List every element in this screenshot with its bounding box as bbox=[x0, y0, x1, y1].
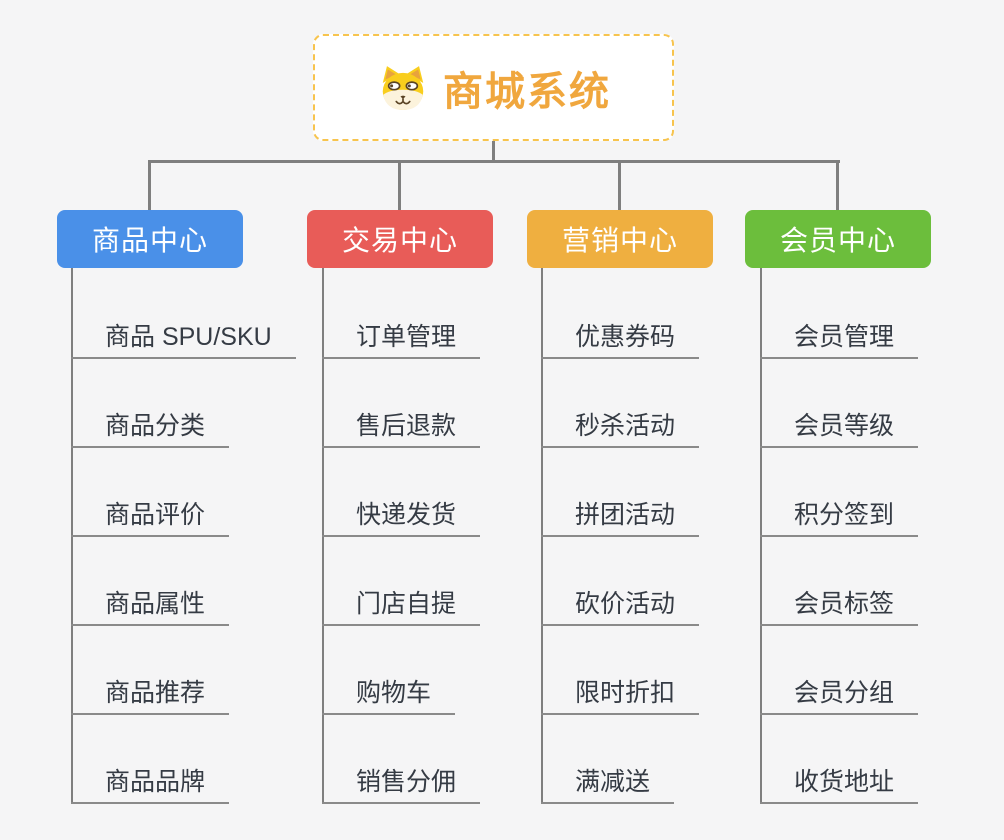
leaf-item[interactable]: 销售分佣 bbox=[322, 767, 481, 804]
leaf-item[interactable]: 售后退款 bbox=[322, 411, 481, 448]
leaf-item[interactable]: 商品分类 bbox=[71, 411, 230, 448]
leaf-item[interactable]: 会员分组 bbox=[760, 678, 919, 715]
leaf-item[interactable]: 会员等级 bbox=[760, 411, 919, 448]
leaf-item[interactable]: 限时折扣 bbox=[541, 678, 700, 715]
leaf-item[interactable]: 购物车 bbox=[322, 678, 456, 715]
leaf-item[interactable]: 商品品牌 bbox=[71, 767, 230, 804]
leaf-item[interactable]: 门店自提 bbox=[322, 589, 481, 626]
leaf-item[interactable]: 商品属性 bbox=[71, 589, 230, 626]
branch-drop-connector bbox=[618, 162, 621, 210]
leaf-item[interactable]: 拼团活动 bbox=[541, 500, 700, 537]
leaf-item[interactable]: 砍价活动 bbox=[541, 589, 700, 626]
leaf-item[interactable]: 商品 SPU/SKU bbox=[71, 322, 296, 359]
doge-icon bbox=[382, 65, 424, 110]
leaf-item[interactable]: 会员管理 bbox=[760, 322, 919, 359]
branch-drop-connector bbox=[398, 162, 401, 210]
branch-node-trade[interactable]: 交易中心 bbox=[307, 210, 493, 268]
root-trunk-connector bbox=[492, 140, 495, 162]
leaf-item[interactable]: 会员标签 bbox=[760, 589, 919, 626]
root-node[interactable]: 商城系统 bbox=[313, 34, 674, 141]
branch-label: 营销中心 bbox=[561, 225, 678, 256]
branch-bar-connector bbox=[148, 160, 840, 163]
branch-drop-connector bbox=[836, 162, 839, 210]
root-title: 商城系统 bbox=[443, 69, 611, 114]
leaf-item[interactable]: 积分签到 bbox=[760, 500, 919, 537]
leaf-item[interactable]: 订单管理 bbox=[322, 322, 481, 359]
branch-label: 商品中心 bbox=[91, 225, 208, 256]
branch-node-marketing[interactable]: 营销中心 bbox=[527, 210, 713, 268]
leaf-item[interactable]: 秒杀活动 bbox=[541, 411, 700, 448]
branch-node-products[interactable]: 商品中心 bbox=[57, 210, 243, 268]
leaf-item[interactable]: 优惠券码 bbox=[541, 322, 700, 359]
branch-label: 交易中心 bbox=[341, 225, 458, 256]
branch-node-members[interactable]: 会员中心 bbox=[745, 210, 931, 268]
leaf-item[interactable]: 商品推荐 bbox=[71, 678, 230, 715]
leaf-item[interactable]: 收货地址 bbox=[760, 767, 919, 804]
leaf-item[interactable]: 快递发货 bbox=[322, 500, 481, 537]
branch-label: 会员中心 bbox=[779, 225, 896, 256]
leaf-item[interactable]: 满减送 bbox=[541, 767, 675, 804]
branch-drop-connector bbox=[148, 162, 151, 210]
leaf-item[interactable]: 商品评价 bbox=[71, 500, 230, 537]
